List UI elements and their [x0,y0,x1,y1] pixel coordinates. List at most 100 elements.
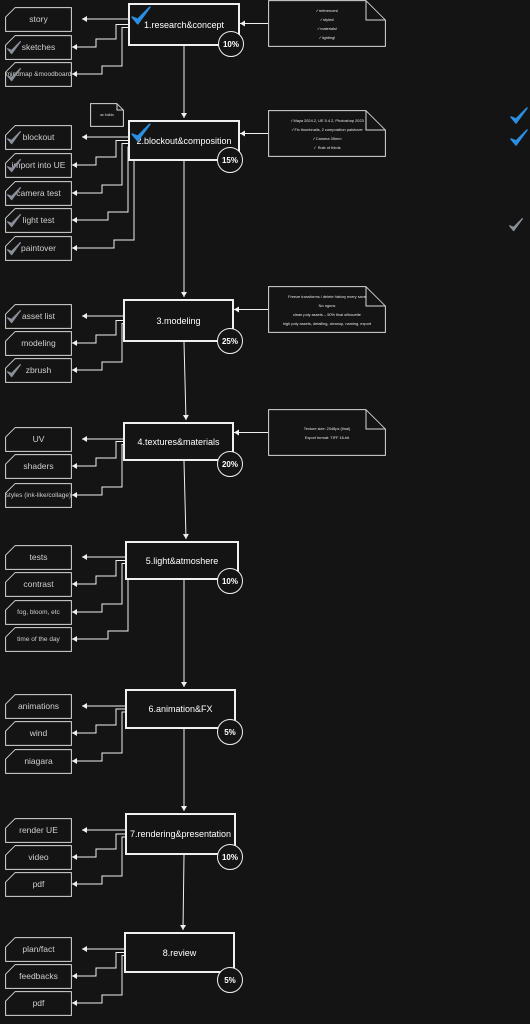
connector-line [182,854,185,931]
stage-label: 1.research&concept [143,19,225,30]
task-item[interactable]: import into UE [5,153,72,178]
progress-percent: 20% [217,451,243,477]
arrow-head [72,973,77,979]
stage-label: 8.review [162,947,197,958]
task-item[interactable]: pdf [5,991,72,1016]
note-line: ✓Maya 2024.2, UE 5.4.2, Photoshop 2023 [290,117,364,123]
note-line: No ngons [318,302,336,308]
task-item[interactable]: niagara [5,749,72,774]
arrow-head [82,827,87,833]
arrow-head [72,492,77,498]
task-item[interactable]: time of the day [5,627,72,652]
connector-line [72,149,135,249]
task-item[interactable]: styles (ink-like/collage) [5,483,72,508]
arrow-head [72,245,77,251]
connector-line [72,560,125,585]
task-item[interactable]: camera test [5,181,72,206]
task-item[interactable]: light test [5,208,72,233]
stage-box[interactable]: 4.textures&materials [123,422,234,461]
progress-percent: 10% [218,31,244,57]
connector-line [72,146,129,221]
stage-box[interactable]: 8.review [124,932,235,973]
stage-label: 7.rendering&presentation [129,829,232,839]
connector-line [72,444,123,496]
arrow-head [182,414,189,420]
task-item[interactable]: modeling [5,331,72,356]
connector-line [72,320,123,344]
stage-label: 3.modeling [156,315,201,326]
task-item[interactable]: fog, bloom, etc [5,600,72,625]
task-item[interactable]: asset list [5,304,72,329]
stage-box[interactable]: 3.modeling [123,299,234,342]
connector-line [72,955,124,1004]
note-line: ✓materials! [316,25,338,31]
task-label: sketches [21,41,56,52]
stage-box[interactable]: 6.animation&FX [125,689,236,729]
note-line: ✓Fix thumbnails, 2 composition paintover [291,126,363,132]
task-item[interactable]: wind [5,721,72,746]
task-label: shaders [23,460,54,471]
arrow-head [181,806,187,811]
arrow-head [82,134,87,140]
task-label: time of the day [17,635,60,643]
arrow-head [82,16,87,22]
arrow-head [72,1000,77,1006]
task-item[interactable]: animations [5,694,72,719]
task-label: plan/fact [22,943,55,954]
task-item[interactable]: blockout [5,125,72,150]
task-label: blockout [22,131,55,142]
note-line: ✓references! [315,7,339,13]
progress-percent: 15% [217,147,243,173]
connector-line [183,460,187,540]
arrow-head [234,429,239,436]
task-item[interactable]: render UE [5,818,72,843]
connector-line [72,833,125,858]
connector-line [72,323,123,371]
task-item[interactable]: pdf [5,872,72,897]
task-label: fog, bloom, etc [17,608,60,616]
task-label: import into UE [11,159,66,170]
task-item[interactable]: feedbacks [5,964,72,989]
task-item[interactable]: tests [5,545,72,570]
task-item[interactable]: UV [5,427,72,452]
task-item[interactable]: mindmap &moodboard [5,62,72,87]
arrow-head [82,946,87,952]
note-line: ✓lighting! [318,34,336,40]
arrow-head [72,162,77,168]
note-line: clean poly assets – 50% final silhouette [293,311,361,317]
task-item[interactable]: zbrush [5,358,72,383]
task-item[interactable]: video [5,845,72,870]
stage-label: 5.light&atmoshere [145,555,219,566]
arrow-head [72,463,77,469]
task-item[interactable]: sketches [5,35,72,60]
connector-line [72,441,123,467]
arrow-head [72,609,77,615]
progress-percent: 10% [217,844,243,870]
progress-percent: 5% [217,967,243,993]
note-line: Freeze transforms / delete history every… [288,293,366,299]
task-label: feedbacks [19,970,58,981]
arrow-head [181,292,187,297]
task-item[interactable]: contrast [5,572,72,597]
task-label: tests [29,551,48,562]
arrow-head [72,854,77,860]
tiny-note: as builds [90,103,124,127]
note-card: Texture size: 2048px (final)Export forma… [268,409,386,456]
arrow-head [82,554,87,560]
note-line: ✓ Rule of thirds [313,144,341,150]
arrow-head [72,636,77,642]
connector-line [72,708,125,734]
connector-line [72,140,128,166]
stage-box[interactable]: 7.rendering&presentation [125,813,236,855]
connector-line [72,143,128,194]
task-item[interactable]: paintover [5,236,72,261]
task-item[interactable]: shaders [5,454,72,479]
connector-line [72,836,125,885]
connector-line [72,952,124,977]
task-item[interactable]: story [5,7,72,32]
task-label: styles (ink-like/collage) [5,491,72,499]
task-item[interactable]: plan/fact [5,937,72,962]
arrow-head [82,703,87,709]
arrow-head [181,113,187,118]
